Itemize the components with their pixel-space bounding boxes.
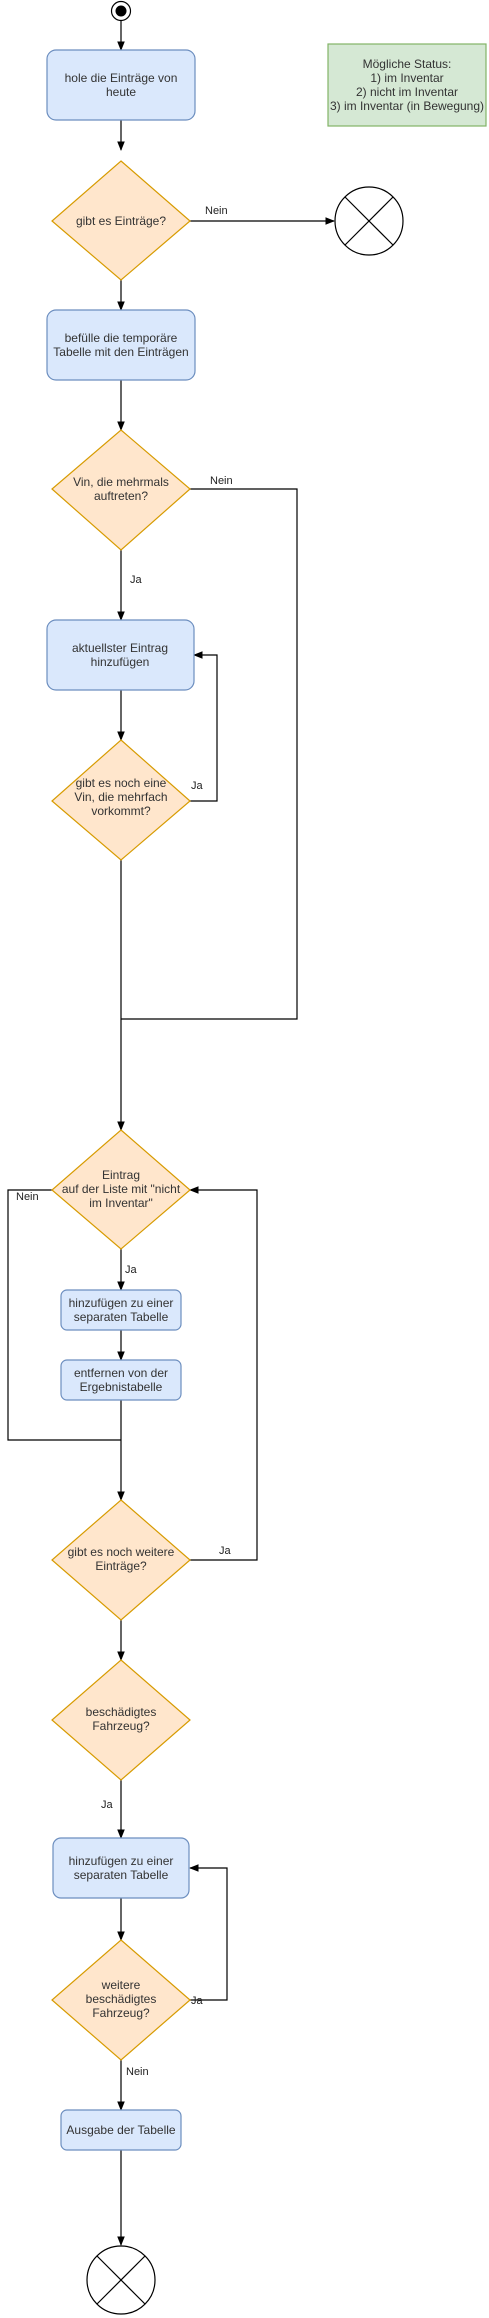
edge-label-d2-no: Nein	[210, 475, 233, 487]
decision-damaged-vehicle: beschädigtes Fahrzeug?	[51, 1659, 191, 1781]
node-label-line: gibt es Einträge?	[76, 214, 166, 228]
decision-duplicate-vin: Vin, die mehrmals auftreten?	[51, 429, 191, 551]
end-node-finish	[86, 2245, 156, 2315]
edge-labels: Nein Nein Ja Ja Nein Ja Ja Ja Ja Nein	[16, 205, 233, 2078]
edge-d7-loop	[189, 1864, 228, 2001]
node-label-line: Vin, die mehrmals	[73, 475, 169, 489]
edge-label-d3-yes: Ja	[191, 780, 204, 792]
node-label-line: hinzufügen	[91, 655, 150, 669]
edge-label-d2-yes: Ja	[130, 574, 143, 586]
node-label-line: Tabelle mit den Einträgen	[53, 345, 188, 359]
node-label-line: weitere	[101, 1978, 141, 1992]
node-label-line: Fahrzeug?	[92, 2006, 150, 2020]
node-label-line: gibt es noch weitere	[68, 1545, 175, 1559]
node-label-line: hinzufügen zu einer	[69, 1296, 174, 1310]
node-label-line: Einträge?	[95, 1559, 147, 1573]
node-label-line: Fahrzeug?	[92, 1719, 150, 1733]
process-output-table: Ausgabe der Tabelle	[60, 2109, 182, 2151]
process-remove-from-results: entfernen von der Ergebnistabelle	[60, 1359, 182, 1401]
edge-d2-no	[121, 488, 298, 1020]
process-fetch-todays-entries: hole die Einträge von heute	[46, 49, 196, 121]
edge-d4-no	[7, 1189, 121, 1441]
edge-label-d4-yes: Ja	[125, 1264, 138, 1276]
node-label-line: separaten Tabelle	[74, 1310, 169, 1324]
node-label-line: Ausgabe der Tabelle	[66, 2123, 176, 2137]
node-label-line: befülle die temporäre	[65, 331, 178, 345]
edge-label-d5-yes: Ja	[219, 1545, 232, 1557]
node-label-line: gibt es noch eine	[76, 776, 167, 790]
edge-d5-loop	[189, 1186, 258, 1561]
node-label-line: Eintrag	[102, 1168, 140, 1182]
start-node	[110, 0, 132, 22]
node-label-line: separaten Tabelle	[74, 1868, 169, 1882]
edge-label-d4-no: Nein	[16, 1191, 39, 1203]
edges	[7, 21, 335, 2246]
node-label-line: Vin, die mehrfach	[74, 790, 167, 804]
node-label-line: vorkommt?	[91, 804, 151, 818]
process-fill-temp-table: befülle die temporäre Tabelle mit den Ei…	[46, 309, 196, 381]
node-label-line: hole die Einträge von	[65, 71, 178, 85]
node-label-line: aktuellster Eintrag	[72, 641, 168, 655]
node-label-line: heute	[106, 85, 136, 99]
decision-not-in-inventary: Eintrag auf der Liste mit "nicht im Inve…	[51, 1129, 191, 1250]
node-label-line: Ergebnistabelle	[80, 1380, 163, 1394]
node-label-line: auf der Liste mit "nicht	[62, 1182, 181, 1196]
process-add-separate-table-1: hinzufügen zu einer separaten Tabelle	[60, 1289, 182, 1331]
note-line: 1) im Inventar	[370, 71, 443, 85]
node-label-line: beschädigtes	[86, 1705, 157, 1719]
edge-label-d7-yes: Ja	[191, 1995, 204, 2007]
decision-more-duplicate-vin: gibt es noch eine Vin, die mehrfach vork…	[51, 739, 191, 861]
note-line: 3) im Inventar (in Bewegung)	[330, 99, 484, 113]
edge-label-d7-no: Nein	[126, 2066, 149, 2078]
process-add-latest-entry: aktuellster Eintrag hinzufügen	[46, 619, 195, 691]
node-label-line: entfernen von der	[74, 1366, 168, 1380]
decision-more-damaged: weitere beschädigtes Fahrzeug?	[51, 1939, 191, 2061]
edge-label-d6-yes: Ja	[101, 1799, 114, 1811]
edge-label-d1-no: Nein	[205, 205, 228, 217]
node-label-line: beschädigtes	[86, 1992, 157, 2006]
node-label-line: hinzufügen zu einer	[69, 1854, 174, 1868]
node-label-line: auftreten?	[94, 489, 148, 503]
note-line: 2) nicht im Inventar	[356, 85, 458, 99]
process-add-separate-table-2: hinzufügen zu einer separaten Tabelle	[52, 1837, 190, 1899]
node-label-line: im Inventar"	[89, 1196, 153, 1210]
end-node-terminate	[334, 186, 404, 256]
edge-d3-loop	[190, 651, 218, 802]
decision-more-entries: gibt es noch weitere Einträge?	[51, 1499, 191, 1621]
decision-entries-exist: gibt es Einträge?	[51, 160, 191, 281]
note-line: Mögliche Status:	[363, 57, 452, 71]
status-note: Mögliche Status: 1) im Inventar 2) nicht…	[327, 43, 487, 127]
